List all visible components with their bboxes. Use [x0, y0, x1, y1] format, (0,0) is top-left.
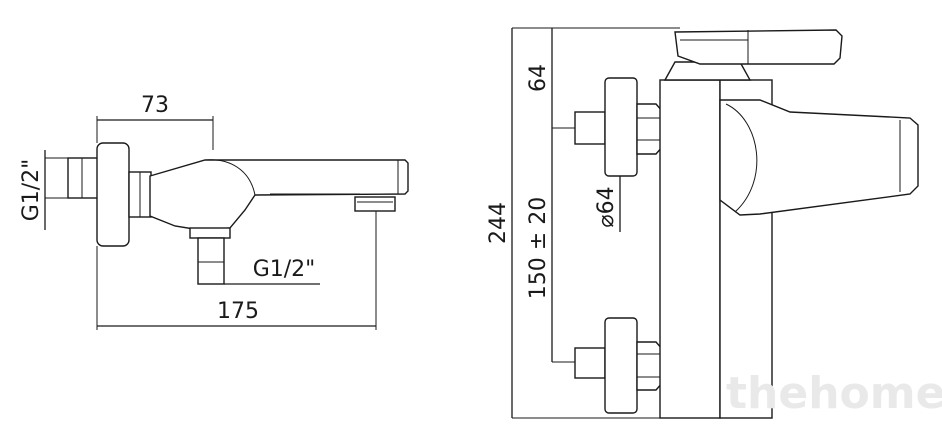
front-view: 244 64 150 ± 20 ⌀64 — [486, 27, 919, 419]
upper-inlet-pipe — [574, 111, 606, 145]
dim-73-label: 73 — [141, 93, 169, 118]
dim-outlet-thread-label: G1/2" — [253, 257, 316, 282]
dim-175-label: 175 — [217, 299, 259, 324]
wall-flange — [96, 142, 130, 247]
side-view: 73 G1/2" G1/2" 175 — [19, 93, 409, 330]
dim-inlet-thread-label: G1/2" — [19, 159, 44, 222]
upper-flange — [604, 77, 638, 177]
dim-244-label: 244 — [486, 202, 511, 244]
lower-nut — [636, 341, 664, 391]
spout — [719, 99, 919, 216]
inlet-pipe — [67, 157, 99, 199]
lower-inlet-pipe — [574, 347, 606, 379]
mixer-body — [149, 159, 409, 231]
mixer-bar — [659, 79, 721, 419]
dim-center-distance-label: 150 ± 20 — [526, 197, 551, 299]
watermark-logo: thehome — [726, 368, 942, 419]
bottom-outlet-nut — [189, 227, 231, 239]
lower-flange — [604, 317, 638, 414]
handle-lever — [674, 29, 843, 65]
dim-64-label: 64 — [526, 64, 551, 92]
upper-nut — [636, 103, 664, 155]
dim-diameter-64-label: ⌀64 — [594, 186, 619, 227]
spout-outlet — [354, 196, 396, 212]
bottom-outlet-pipe — [197, 237, 225, 285]
